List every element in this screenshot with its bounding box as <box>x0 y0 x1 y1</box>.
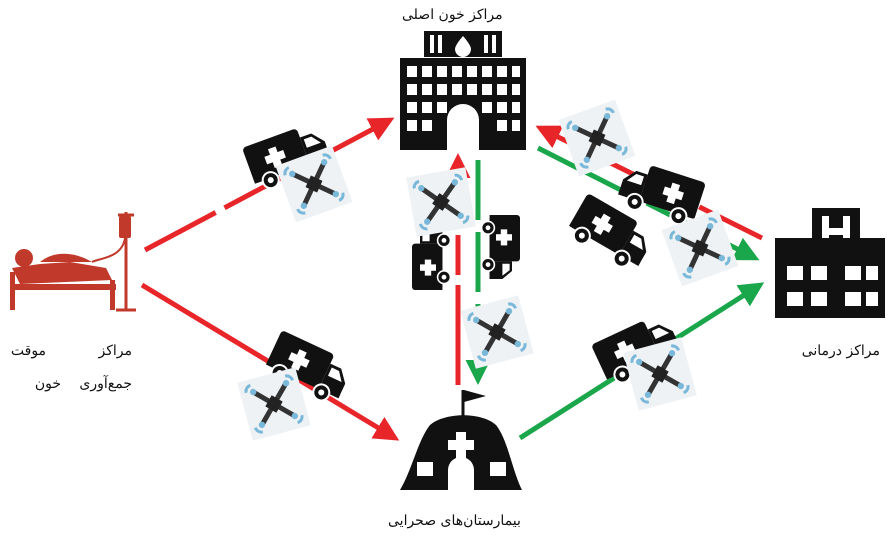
ambulance-icon <box>480 214 521 280</box>
label-temporary-center-line2: جمع‌آوری خون <box>34 376 132 392</box>
patient-bed-icon <box>10 212 136 312</box>
label-main-blood-center: مراکز خون اصلی <box>402 7 503 23</box>
drone-icon <box>460 295 533 368</box>
label-temporary-center-line1: مراکز موقت <box>10 343 132 359</box>
label-field-hospitals: بیمارستان‌های صحرایی <box>388 513 521 529</box>
ambulance-icon <box>563 192 659 276</box>
label-treatment-center: مراکز درمانی <box>801 343 880 359</box>
field-hospital-tent-icon <box>400 390 522 490</box>
hospital-building-icon <box>775 208 885 318</box>
blood-bank-building-icon <box>400 31 526 150</box>
drone-icon <box>406 167 476 237</box>
